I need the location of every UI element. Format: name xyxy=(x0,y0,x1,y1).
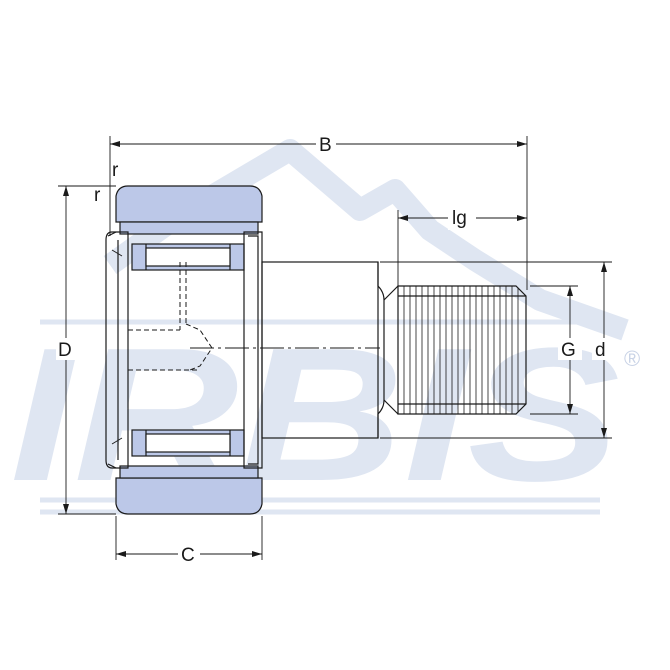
watermark-brand: IRBIS xyxy=(10,309,620,521)
dimension-arrows xyxy=(63,141,607,557)
label-r-top: r xyxy=(112,160,119,181)
label-C: C xyxy=(181,545,195,566)
stud-neck xyxy=(377,262,385,438)
stud-shank xyxy=(261,261,379,439)
part-outline xyxy=(105,185,527,515)
stud-head xyxy=(105,231,129,469)
label-B: B xyxy=(319,135,332,156)
thread-lines xyxy=(403,286,519,414)
inner-flange xyxy=(243,231,263,469)
label-r-side: r xyxy=(94,185,101,206)
ring-shoulder-bottom xyxy=(119,465,259,479)
label-d: d xyxy=(595,340,606,361)
watermark-mountain xyxy=(103,139,629,341)
label-lg: lg xyxy=(452,208,467,229)
ring-shoulder-top xyxy=(119,221,259,235)
watermark-registered-mark: ® xyxy=(624,346,640,371)
dimension-labels: B lg r r D C G d xyxy=(58,135,606,566)
label-G: G xyxy=(561,340,576,361)
watermark: IRBIS ® xyxy=(10,139,640,521)
label-D: D xyxy=(58,340,72,361)
outer-ring-bottom xyxy=(115,477,263,515)
outer-ring-top xyxy=(115,185,263,223)
